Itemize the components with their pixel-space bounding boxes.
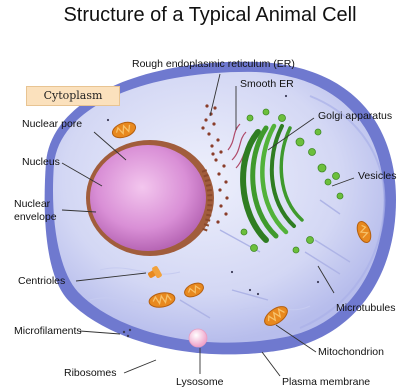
label-vesicles: Vesicles	[358, 170, 397, 182]
label-nuclear-envelope-line1: Nuclear	[14, 198, 50, 210]
label-mitochondrion: Mitochondrion	[318, 346, 384, 358]
nucleus	[86, 140, 214, 256]
lysosome	[189, 329, 207, 347]
label-centrioles: Centrioles	[18, 275, 65, 287]
label-microtubules: Microtubules	[336, 302, 396, 314]
label-nuclear-envelope-line2: envelope	[14, 211, 57, 223]
label-nuclear-pore: Nuclear pore	[22, 118, 82, 130]
label-golgi-apparatus: Golgi apparatus	[318, 110, 392, 122]
label-lysosome: Lysosome	[176, 376, 223, 388]
label-plasma-membrane: Plasma membrane	[282, 376, 370, 388]
label-smooth-er: Smooth ER	[240, 78, 294, 90]
label-nucleus: Nucleus	[22, 156, 60, 168]
label-ribosomes: Ribosomes	[64, 367, 117, 379]
cytoplasm-callout: Cytoplasm	[26, 86, 120, 106]
label-microfilaments: Microfilaments	[14, 325, 82, 337]
label-rough-er: Rough endoplasmic reticulum (ER)	[132, 58, 295, 70]
